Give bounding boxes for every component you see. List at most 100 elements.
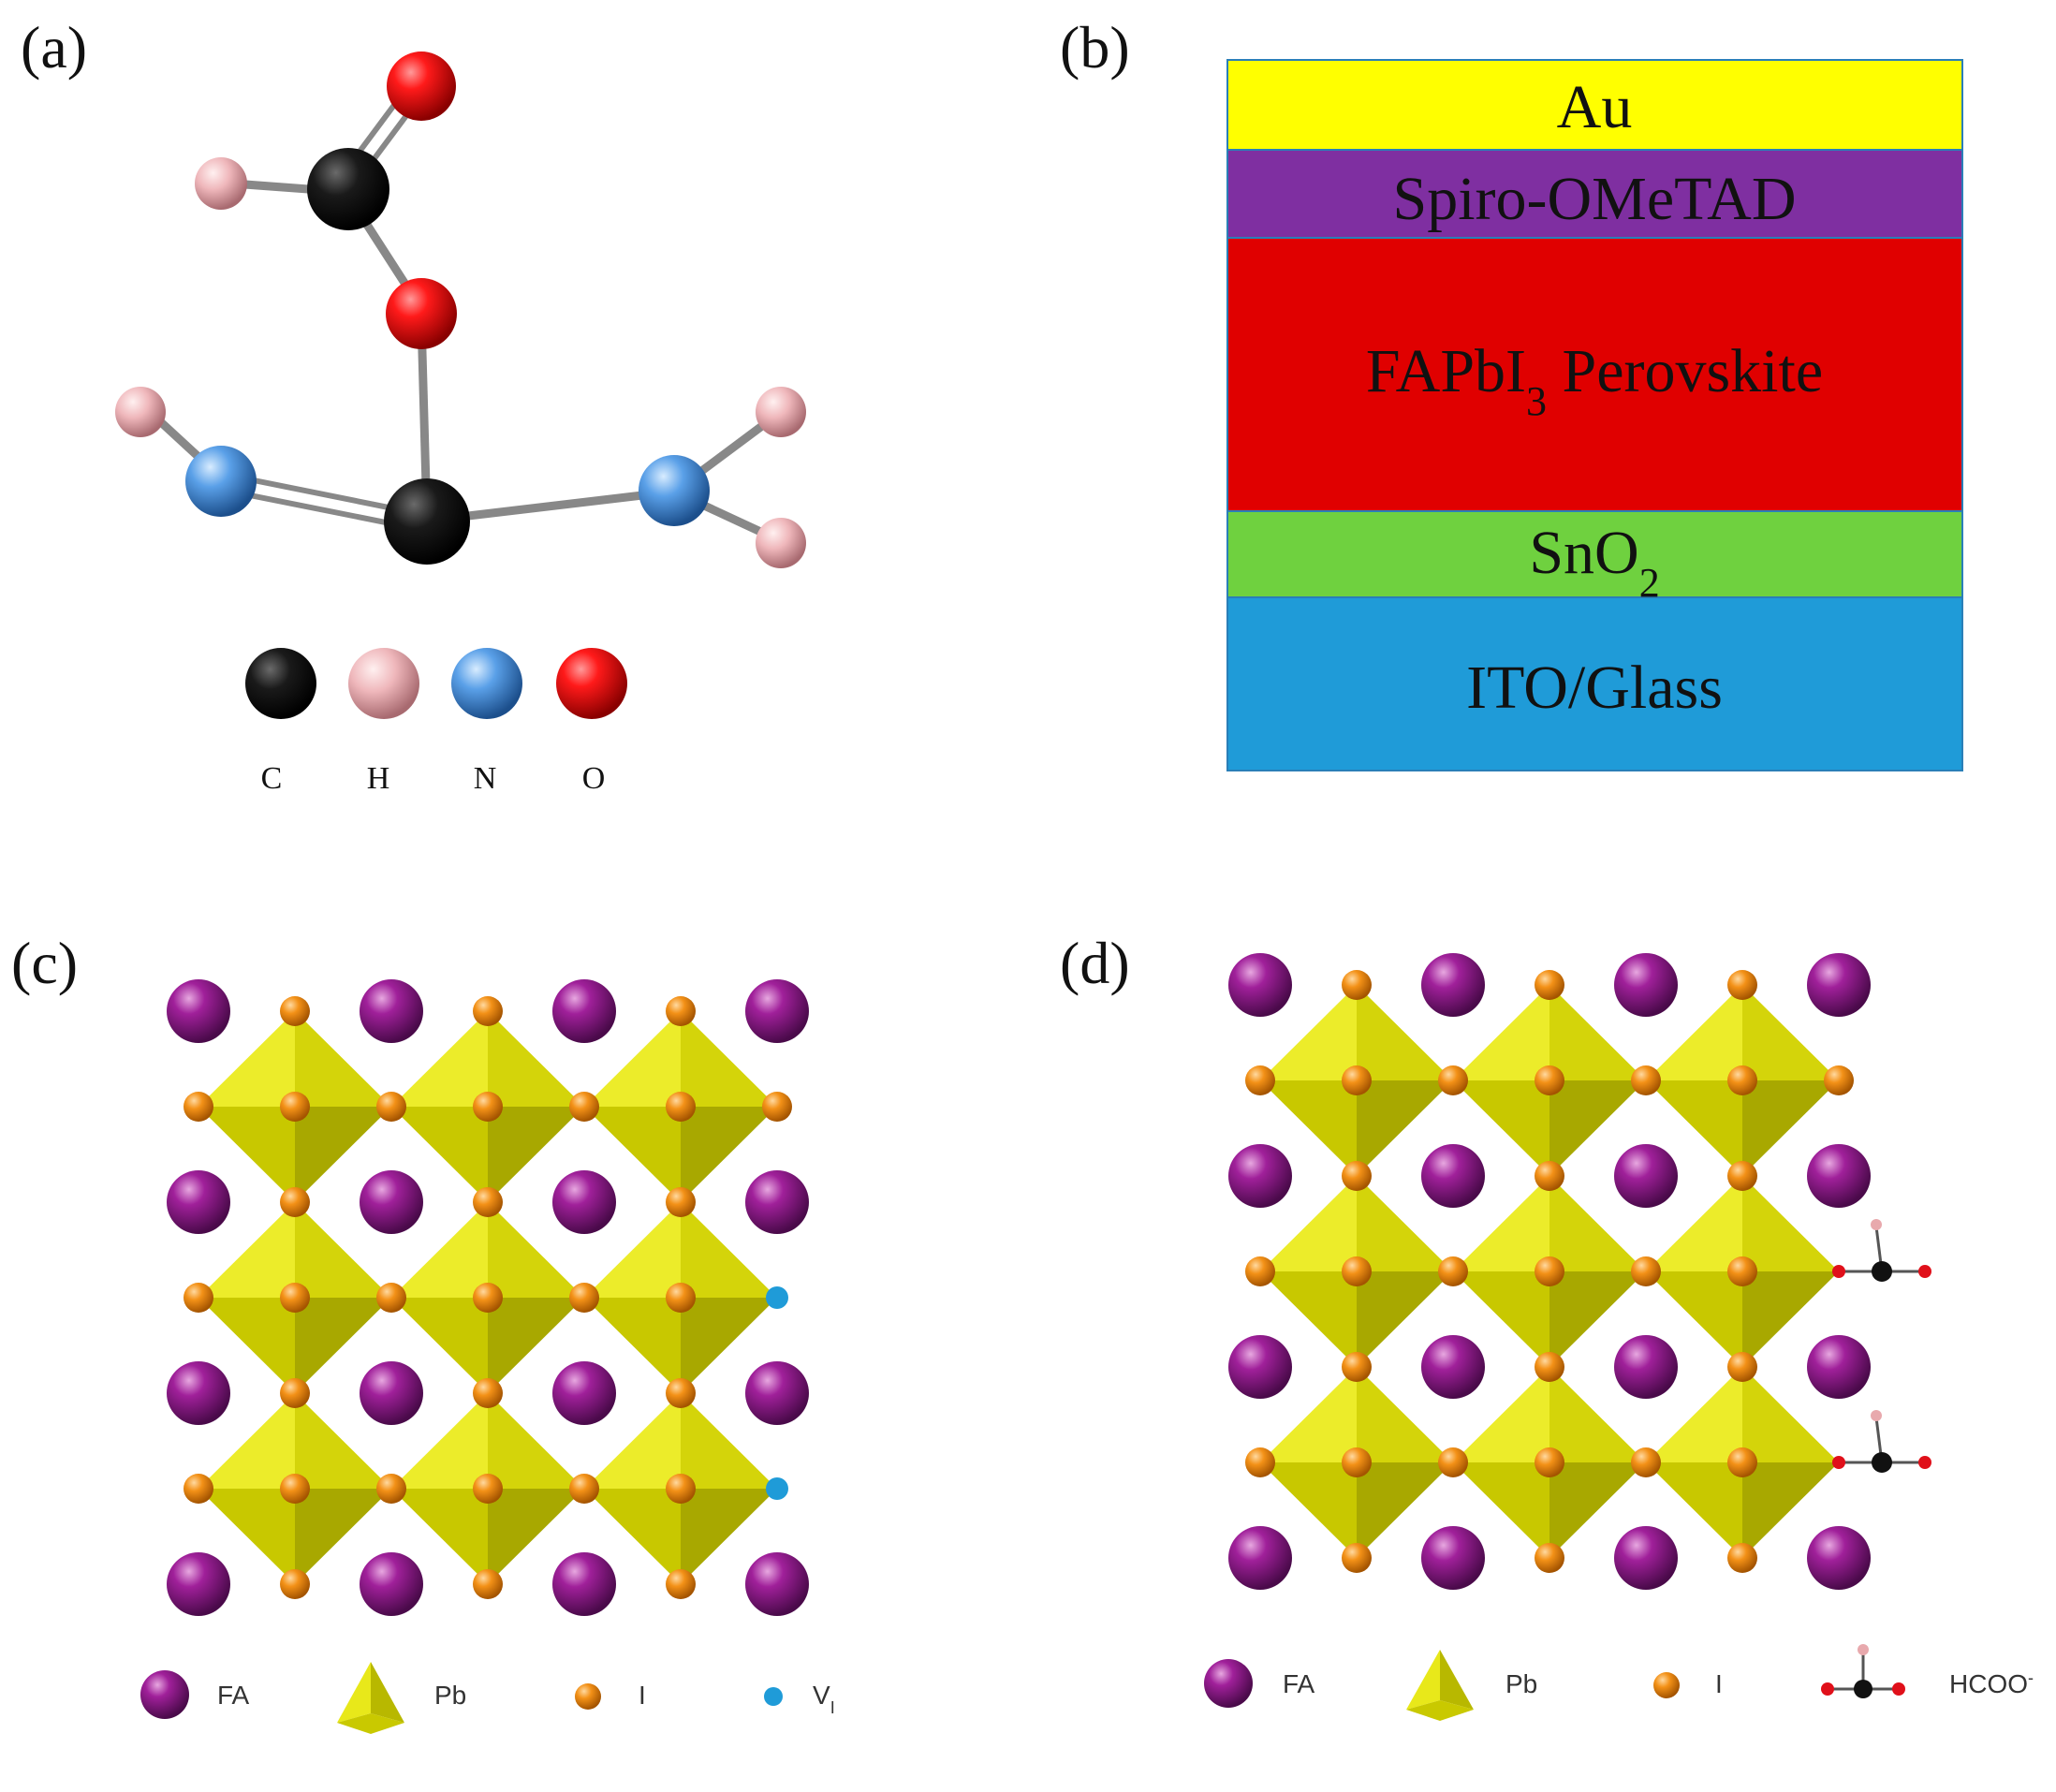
iodide-ion	[184, 1474, 213, 1504]
fa-cation	[167, 1170, 230, 1234]
octahedron-face	[198, 1107, 295, 1202]
iodide-ion	[1438, 1256, 1468, 1286]
iodide-ion	[1245, 1065, 1275, 1095]
fa-cation	[552, 1552, 616, 1616]
iodide-ion	[666, 1569, 696, 1599]
pbi6-octahedra	[1260, 985, 1839, 1558]
iodide-ion	[280, 996, 310, 1026]
legend-pb-pyramid	[1406, 1650, 1474, 1721]
octahedron-face	[1453, 1271, 1549, 1367]
octahedron-face	[488, 1393, 584, 1489]
layer-perovskite-label: FAPbI3 Perovskite	[1366, 337, 1823, 424]
panel-label-b: (b)	[1060, 14, 1130, 81]
octahedron-face	[488, 1011, 584, 1107]
octahedron-face	[1357, 985, 1453, 1080]
octahedron-face	[295, 1107, 391, 1202]
fa-cation	[1614, 1335, 1678, 1399]
octahedron-face	[1453, 1080, 1549, 1176]
iodine-vacancy	[766, 1286, 788, 1309]
iodide-ion	[1535, 970, 1564, 1000]
iodide-ion	[184, 1092, 213, 1122]
iodide-ion	[1631, 1447, 1661, 1477]
iodide-ion	[1631, 1065, 1661, 1095]
fa-cation	[1614, 1526, 1678, 1590]
octahedron-face	[391, 1011, 488, 1107]
layer-spiro	[1226, 149, 1963, 239]
octahedron-face	[198, 1393, 295, 1489]
iodide-ion	[1727, 1447, 1757, 1477]
fa-cation	[552, 979, 616, 1043]
iodide-ion	[762, 1092, 792, 1122]
octahedron-face	[1260, 1367, 1357, 1462]
iodine-vacancy	[766, 1477, 788, 1500]
iodide-ion	[473, 1569, 503, 1599]
iodide-ion	[1245, 1256, 1275, 1286]
fa-cation	[1807, 1335, 1871, 1399]
layer-perovskite	[1226, 237, 1963, 512]
iodide-ion	[473, 1378, 503, 1408]
atom-hydrogen	[756, 518, 806, 568]
octahedron-face	[1646, 985, 1742, 1080]
pbi6-octahedra	[198, 1011, 777, 1584]
iodide-ion	[1727, 1065, 1757, 1095]
octahedron-face	[1646, 1176, 1742, 1271]
atom-hydrogen	[115, 387, 166, 437]
iodide-ion	[1342, 1065, 1372, 1095]
legend-fa-ball	[140, 1670, 189, 1719]
octahedron-face	[198, 1298, 295, 1393]
iodide-ion	[666, 1092, 696, 1122]
iodide-ion	[666, 1474, 696, 1504]
octahedron-face	[681, 1489, 777, 1584]
octahedron-face	[295, 1298, 391, 1393]
iodide-ion	[280, 1187, 310, 1217]
iodide-ion	[376, 1474, 406, 1504]
legend-iodine-label: I	[1715, 1669, 1723, 1698]
formate-oxygen	[1918, 1265, 1931, 1278]
iodide-ion	[1727, 1256, 1757, 1286]
iodide-ion	[1438, 1065, 1468, 1095]
octahedron-face	[391, 1489, 488, 1584]
legend-iodine-ball	[575, 1683, 601, 1710]
octahedron-face	[295, 1489, 391, 1584]
octahedron-face	[1742, 1080, 1839, 1176]
layer-sno2-label: SnO2	[1529, 519, 1659, 606]
octahedron-face	[488, 1107, 584, 1202]
octahedron-face	[1742, 1462, 1839, 1558]
iodide-ion	[666, 1378, 696, 1408]
iodide-ion	[1727, 1352, 1757, 1382]
octahedron-face	[1549, 1080, 1646, 1176]
octahedron-face	[488, 1489, 584, 1584]
octahedron-face	[1646, 1367, 1742, 1462]
formate-oxygen	[1832, 1265, 1845, 1278]
iodide-ion	[666, 1283, 696, 1313]
formate-hydrogen	[1871, 1410, 1882, 1421]
iodide-ion	[376, 1092, 406, 1122]
legend-oxygen-label: O	[582, 761, 606, 796]
vacancy-subscript: I	[830, 1698, 835, 1717]
octahedron-face	[391, 1298, 488, 1393]
octahedron-face	[1260, 1080, 1357, 1176]
octahedron-face	[1549, 1271, 1646, 1367]
iodide-ion	[1535, 1543, 1564, 1573]
legend-pb-label: Pb	[434, 1681, 466, 1710]
atom-nitrogen	[185, 446, 257, 517]
perovskite-formula: FAPbI	[1366, 337, 1526, 405]
legend-c: FA Pb I VI	[140, 1662, 835, 1734]
octahedron-face	[681, 1011, 777, 1107]
iodide-ion	[184, 1283, 213, 1313]
octahedron-face	[1357, 1462, 1453, 1558]
device-stack: Au Spiro-OMeTAD FAPbI3 Perovskite SnO2 I…	[1226, 59, 1963, 771]
formate-oxygen	[1918, 1456, 1931, 1469]
formate-ligand	[1832, 1219, 1931, 1282]
atom-hydrogen	[195, 157, 247, 210]
octahedron-face	[584, 1298, 681, 1393]
layer-au-label: Au	[1557, 73, 1633, 141]
legend-vacancy-label: VI	[813, 1681, 835, 1717]
legend-hydrogen-label: H	[367, 761, 390, 796]
legend-formate-icon	[1821, 1644, 1905, 1698]
iodide-ion	[1342, 1256, 1372, 1286]
iodide-ion	[1535, 1256, 1564, 1286]
fa-cation	[1421, 1335, 1485, 1399]
octahedron-face	[1453, 1462, 1549, 1558]
iodide-ion	[473, 1187, 503, 1217]
